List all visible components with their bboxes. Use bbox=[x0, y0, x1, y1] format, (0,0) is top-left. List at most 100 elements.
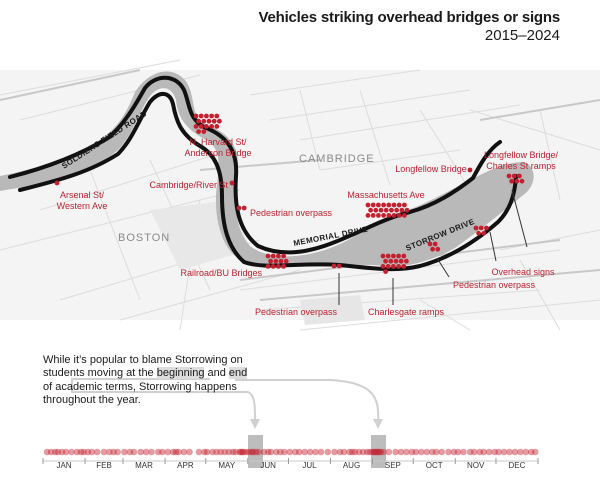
timeline-strike-dot bbox=[209, 448, 216, 456]
strike-dot bbox=[391, 213, 397, 218]
timeline-strike-dot bbox=[243, 448, 250, 456]
timeline-strike-dot bbox=[450, 448, 458, 456]
strike-dot bbox=[370, 213, 376, 218]
strike-dot bbox=[467, 167, 473, 173]
timeline-strike-dot bbox=[203, 448, 211, 456]
timeline-strike-dot bbox=[264, 448, 272, 456]
timeline-strike-dot bbox=[195, 448, 203, 456]
location-labels: N. Harvard St/Anderson Bridge Cambridge/… bbox=[57, 137, 559, 317]
strike-dot bbox=[432, 241, 438, 247]
leader-lines bbox=[338, 189, 528, 305]
timeline-strike-dot bbox=[438, 448, 446, 456]
strike-dot bbox=[396, 264, 401, 269]
note-text-2: and bbox=[204, 367, 229, 380]
timeline-strike-dot bbox=[43, 448, 51, 456]
timeline-strike-dot bbox=[495, 448, 502, 456]
strike-dot bbox=[398, 258, 404, 264]
strike-dot bbox=[270, 264, 276, 269]
highlight-sep bbox=[371, 435, 386, 468]
graphic-title: Vehicles striking overhead bridges or si… bbox=[258, 9, 560, 26]
timeline-strike-dot bbox=[373, 448, 380, 456]
timeline-strike-dot bbox=[306, 448, 314, 456]
timeline-strike-dot bbox=[240, 448, 248, 456]
strike-dot bbox=[265, 264, 271, 269]
callout-arrows bbox=[71, 378, 380, 421]
boston-label: BOSTON bbox=[118, 232, 170, 244]
note-text-1: While it’s popular to blame Storrowing o… bbox=[43, 354, 243, 380]
timeline-strike-dot bbox=[527, 448, 535, 456]
timeline-strike-dot bbox=[121, 448, 128, 456]
strike-dot bbox=[204, 113, 209, 119]
timeline-strike-dot bbox=[54, 448, 62, 456]
strike-dot bbox=[388, 258, 394, 264]
timeline-strike-dot bbox=[369, 448, 376, 456]
timeline-strike-dot bbox=[355, 448, 363, 456]
timeline-strike-dot bbox=[62, 448, 70, 456]
note-highlight-beginning: beginning bbox=[156, 367, 205, 380]
strike-dot bbox=[385, 253, 391, 259]
strike-dot bbox=[381, 213, 386, 218]
timeline-strike-dot bbox=[100, 448, 108, 456]
timeline-strike-dot bbox=[423, 448, 431, 456]
timeline-strike-dot bbox=[511, 448, 519, 456]
strike-dot bbox=[236, 205, 242, 211]
strike-dot bbox=[517, 173, 522, 179]
strike-dot bbox=[385, 264, 391, 269]
timeline-strike-dot bbox=[272, 448, 280, 456]
strike-dot bbox=[217, 118, 222, 124]
strike-dot bbox=[394, 207, 399, 213]
strike-dot bbox=[481, 230, 487, 236]
timeline-strike-dot bbox=[286, 448, 294, 456]
graphic-subtitle: 2015–2024 bbox=[484, 27, 560, 44]
timeline-strike-dot bbox=[408, 448, 416, 456]
strike-dot bbox=[478, 225, 484, 231]
timeline-strike-dot bbox=[351, 448, 359, 456]
strike-dot bbox=[206, 118, 212, 124]
strike-dot bbox=[514, 178, 520, 184]
timeline-strike-dot bbox=[340, 448, 348, 456]
timeline-strike-dot bbox=[175, 448, 182, 456]
timeline-strike-dot bbox=[248, 448, 256, 456]
strike-dot bbox=[399, 207, 405, 213]
strike-dot bbox=[380, 264, 386, 269]
area-labels: CAMBRIDGE BOSTON bbox=[118, 153, 374, 244]
annotation-note: While it’s popular to blame Storrowing o… bbox=[43, 354, 248, 407]
timeline-ticks bbox=[42, 458, 539, 464]
strike-dot bbox=[396, 213, 402, 218]
timeline-strike-dot bbox=[237, 448, 245, 456]
strike-dot bbox=[404, 258, 409, 264]
strike-dot bbox=[196, 129, 202, 135]
timeline-strike-dot bbox=[88, 448, 96, 456]
month-label: JAN bbox=[56, 461, 71, 470]
timeline-strike-dot bbox=[159, 448, 166, 456]
timeline-strike-dot bbox=[236, 448, 243, 456]
strike-dot bbox=[402, 202, 407, 208]
timeline-strike-dot bbox=[232, 448, 239, 456]
strike-dot bbox=[193, 124, 199, 129]
strike-dot bbox=[389, 207, 394, 213]
strike-dot bbox=[211, 118, 217, 124]
timeline-strike-dot bbox=[126, 448, 134, 456]
strike-dot bbox=[214, 113, 220, 119]
loc-label-overhead-signs: Overhead signs bbox=[491, 267, 555, 277]
strike-dot bbox=[214, 124, 220, 129]
strike-dots bbox=[54, 113, 525, 274]
strike-dot bbox=[281, 264, 286, 269]
timeline-strike-dot bbox=[385, 448, 393, 456]
timeline-strike-dot bbox=[148, 448, 155, 456]
strike-dot bbox=[391, 202, 397, 208]
timeline-strike-dot bbox=[374, 448, 382, 456]
month-label: JUN bbox=[260, 461, 276, 470]
strike-dot bbox=[386, 213, 392, 218]
timeline-strike-dot bbox=[517, 448, 524, 456]
strike-dot bbox=[381, 202, 386, 208]
timeline-strike-dot bbox=[397, 448, 405, 456]
strike-dot bbox=[196, 118, 202, 124]
charles-river bbox=[0, 71, 534, 267]
timeline-strike-dot bbox=[281, 448, 288, 456]
strike-dot bbox=[368, 207, 373, 213]
timeline-strike-dot bbox=[114, 448, 121, 456]
strike-dot bbox=[198, 124, 204, 129]
strike-dot bbox=[427, 241, 433, 247]
timeline-strike-dot bbox=[312, 448, 319, 456]
